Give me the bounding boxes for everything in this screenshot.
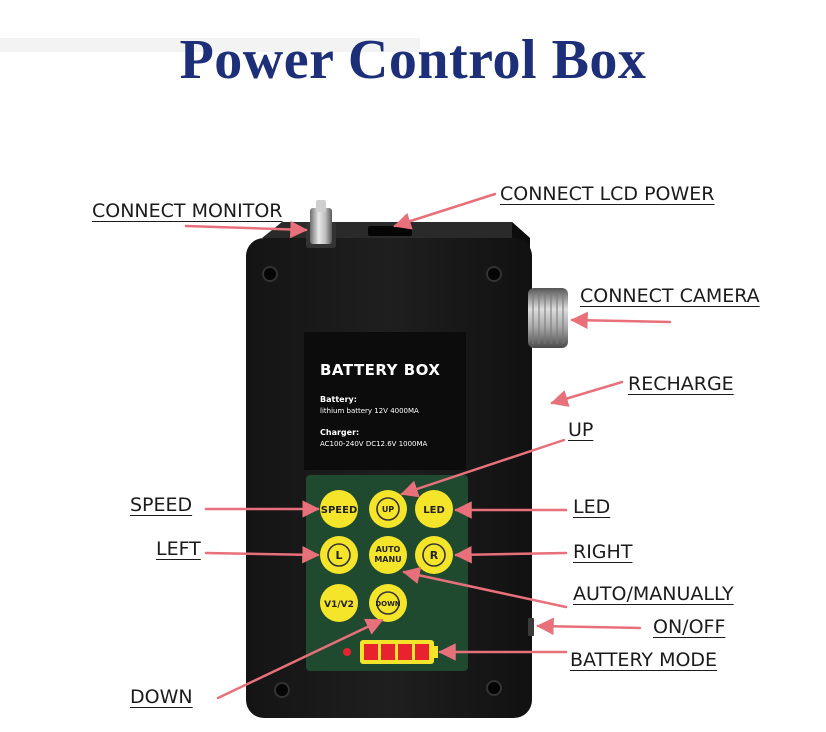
svg-text:DOWN: DOWN [375, 600, 400, 608]
label-led: LED [573, 496, 611, 518]
battery-value: lithium battery 12V 4000MA [320, 407, 419, 415]
led-button[interactable]: LED [415, 490, 453, 528]
arrow-on-off [536, 617, 642, 636]
label-speed: SPEED [130, 494, 193, 516]
battery-label: Battery: [320, 395, 357, 404]
arrow-up [400, 438, 566, 498]
up-button[interactable]: UP [369, 490, 407, 528]
label-left: LEFT [156, 538, 201, 560]
up-rotate-icon [376, 497, 400, 521]
arrow-down [216, 618, 384, 700]
monitor-jack [310, 208, 332, 244]
svg-text:R: R [430, 549, 439, 562]
arrow-right [454, 545, 568, 564]
svg-text:MANU: MANU [374, 555, 401, 564]
monitor-jack-tip [316, 200, 326, 212]
label-on-off: ON/OFF [653, 616, 726, 638]
label-connect-lcd-power: CONNECT LCD POWER [500, 183, 715, 205]
label-recharge: RECHARGE [628, 373, 734, 395]
arrow-connect-lcd-power [393, 192, 497, 230]
lcd-power-port [368, 226, 412, 236]
panel-heading: BATTERY BOX [320, 361, 441, 379]
label-connect-camera: CONNECT CAMERA [580, 285, 760, 307]
charger-value: AC100-240V DC12.6V 1000MA [320, 440, 428, 448]
svg-text:V1/V2: V1/V2 [324, 600, 354, 610]
on-off-switch [528, 618, 534, 636]
down-rotate-icon [376, 591, 400, 615]
left-button[interactable]: L [320, 536, 358, 574]
right-button[interactable]: R [415, 536, 453, 574]
label-right: RIGHT [573, 541, 633, 563]
auto-manual-button[interactable]: AUTO MANU [369, 536, 407, 574]
arrow-connect-monitor [184, 220, 308, 239]
arrow-auto-manually [402, 566, 568, 609]
svg-text:AUTO: AUTO [376, 545, 401, 554]
top-bar-decoration [0, 38, 420, 52]
charger-label: Charger: [320, 428, 360, 437]
camera-connector-knurl [532, 292, 564, 344]
arrow-connect-camera [570, 311, 672, 330]
battery-indicator [343, 640, 438, 664]
speed-button[interactable]: SPEED [320, 490, 358, 528]
svg-text:SPEED: SPEED [321, 505, 358, 516]
label-panel [304, 332, 466, 470]
label-up: UP [568, 419, 594, 441]
label-connect-monitor: CONNECT MONITOR [92, 200, 283, 222]
svg-text:L: L [335, 549, 342, 562]
label-auto-manually: AUTO/MANUALLY [573, 583, 734, 605]
arrow-left [204, 545, 320, 564]
screws [262, 266, 502, 698]
arrow-recharge [550, 380, 624, 407]
status-led [343, 648, 351, 656]
right-rotate-icon [422, 543, 446, 567]
v1v2-button[interactable]: V1/V2 [320, 584, 358, 622]
left-rotate-icon [327, 543, 351, 567]
camera-connector [528, 288, 568, 348]
callout-arrows [184, 192, 672, 700]
down-button[interactable]: DOWN [369, 584, 407, 622]
svg-text:LED: LED [423, 505, 445, 516]
keypad-buttons: SPEED UP LED L AUTO MANU R V1/V2 [320, 490, 453, 622]
label-down: DOWN [130, 686, 193, 708]
svg-text:UP: UP [382, 505, 394, 514]
label-battery-mode: BATTERY MODE [570, 649, 718, 671]
page-title: Power Control Box [179, 29, 647, 91]
